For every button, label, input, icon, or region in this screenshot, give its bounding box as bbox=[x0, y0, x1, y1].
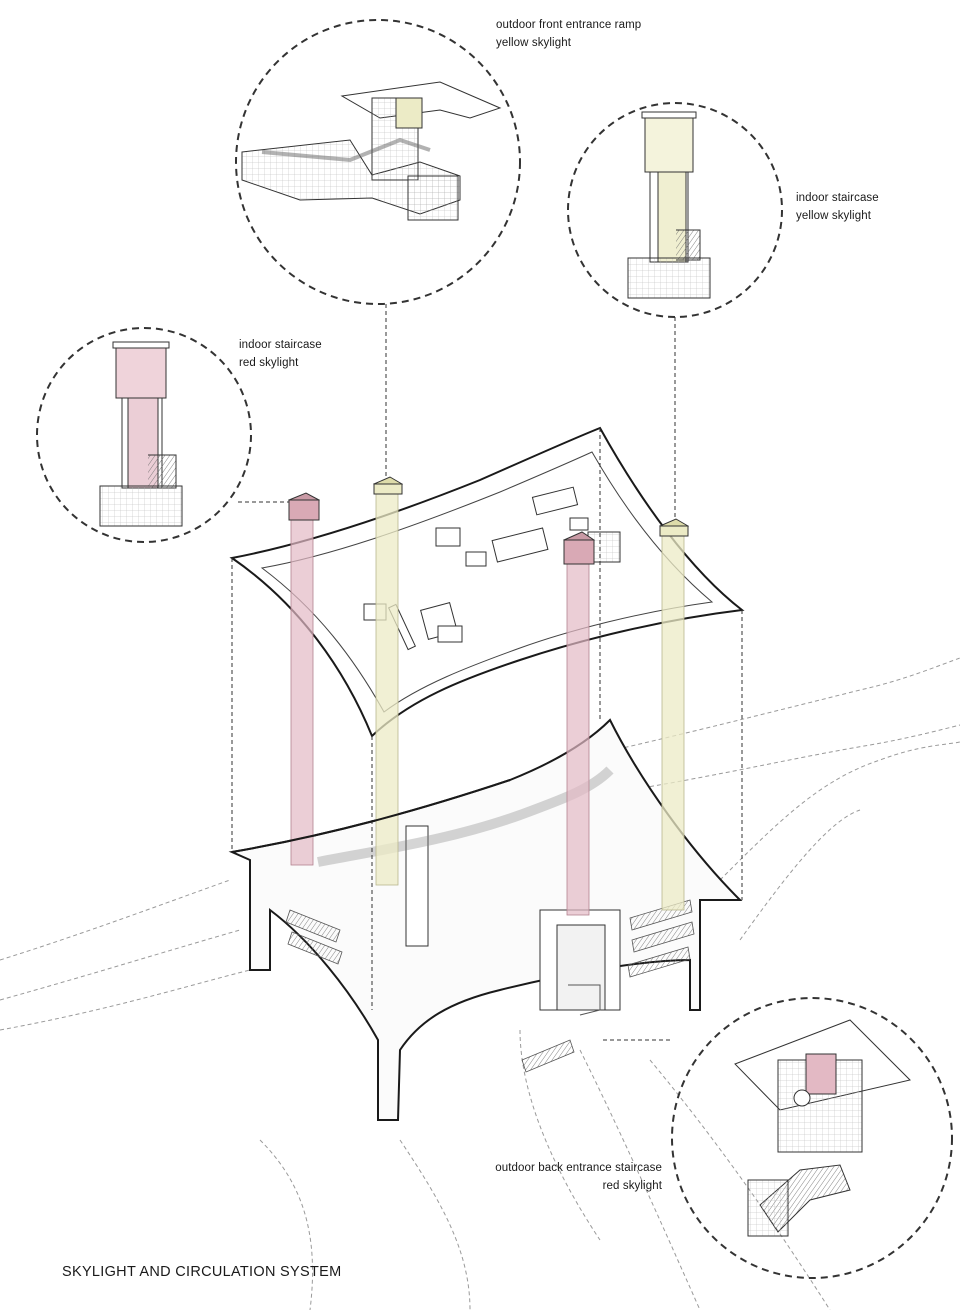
callout-label-stair-red: indoor staircase red skylight bbox=[239, 336, 322, 372]
callout-label-stair-yellow: indoor staircase yellow skylight bbox=[796, 189, 879, 225]
terrain-contours bbox=[0, 657, 960, 1310]
red-skylight-shaft-left bbox=[290, 519, 314, 866]
callout-label-line1: outdoor front entrance ramp bbox=[496, 19, 642, 31]
callout-label-line1: outdoor back entrance staircase bbox=[495, 1162, 662, 1174]
projection-lines bbox=[231, 428, 743, 1010]
callout-label-line1: indoor staircase bbox=[239, 339, 322, 351]
yellow-skylight-shaft-right bbox=[661, 529, 685, 911]
skylight-shafts bbox=[290, 519, 590, 916]
callout-label-line1: indoor staircase bbox=[796, 192, 879, 204]
callout-stair-red-drawing bbox=[99, 341, 183, 527]
callout-label-line2: yellow skylight bbox=[796, 210, 871, 222]
yellow-skylight-shaft-left bbox=[375, 489, 399, 886]
callout-stair-yellow-drawing bbox=[627, 111, 711, 299]
callout-label-ramp: outdoor front entrance ramp yellow skyli… bbox=[496, 16, 641, 52]
callout-back-drawing bbox=[734, 1019, 911, 1237]
callout-label-line2: red skylight bbox=[602, 1180, 662, 1192]
callout-circles bbox=[36, 19, 953, 1279]
lower-building bbox=[228, 718, 743, 1121]
callout-label-line2: yellow skylight bbox=[496, 37, 571, 49]
red-skylight-shaft-right bbox=[566, 559, 590, 916]
leader-lines bbox=[238, 304, 676, 1041]
page-title: SKYLIGHT AND CIRCULATION SYSTEM bbox=[62, 1264, 342, 1280]
callout-ramp-drawing bbox=[241, 81, 502, 221]
skylight-caps bbox=[287, 476, 690, 565]
callout-label-back: outdoor back entrance staircase red skyl… bbox=[440, 1159, 662, 1195]
callout-label-line2: red skylight bbox=[239, 357, 299, 369]
